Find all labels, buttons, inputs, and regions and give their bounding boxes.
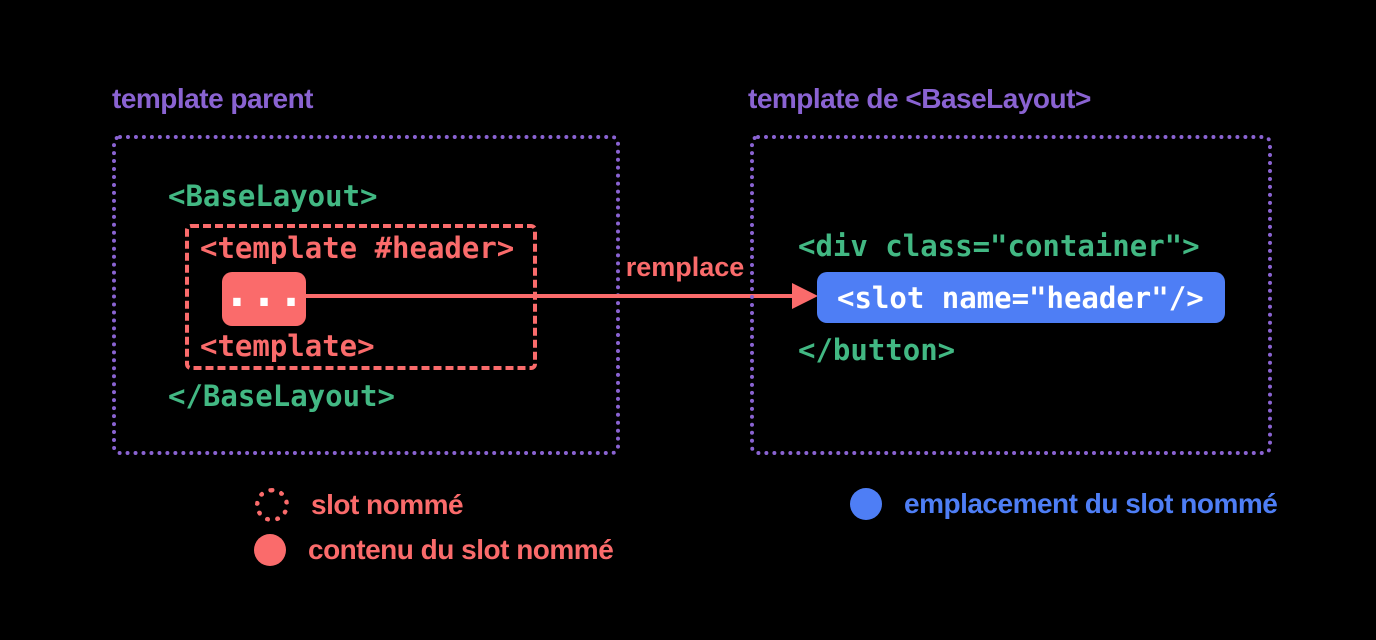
container-div-open-tag: <div class="container"> <box>798 229 1200 263</box>
template-header-open-tag: <template #header> <box>200 231 515 265</box>
baselayout-open-tag: <BaseLayout> <box>168 179 378 213</box>
template-close-tag: <template> <box>200 329 375 363</box>
left-panel-title: template parent <box>112 83 314 114</box>
legend-label: contenu du slot nommé <box>308 534 614 565</box>
legend-item-named-slot: slot nommé <box>255 488 464 522</box>
legend-label: slot nommé <box>311 489 464 520</box>
replace-arrow-label: remplace <box>625 252 745 282</box>
filled-circle-icon <box>850 488 882 520</box>
slot-placeholder-box: <slot name="header"/> <box>817 272 1225 323</box>
filled-circle-icon <box>254 534 286 566</box>
baselayout-close-tag: </BaseLayout> <box>168 379 395 413</box>
slot-placeholder-code: <slot name="header"/> <box>837 280 1204 315</box>
dotted-circle-icon <box>255 488 289 522</box>
button-close-tag: </button> <box>798 333 956 367</box>
legend-label: emplacement du slot nommé <box>904 488 1278 519</box>
legend-item-slot-placement: emplacement du slot nommé <box>850 488 1278 520</box>
replace-arrowhead-icon <box>792 283 818 309</box>
slot-content-box: ... <box>222 264 306 326</box>
baselayout-template-box <box>750 135 1272 455</box>
ellipsis-icon: ... <box>223 264 305 317</box>
replace-arrow-line <box>306 294 794 298</box>
right-panel-title: template de <BaseLayout> <box>748 83 1091 114</box>
legend-item-slot-content: contenu du slot nommé <box>254 534 614 566</box>
